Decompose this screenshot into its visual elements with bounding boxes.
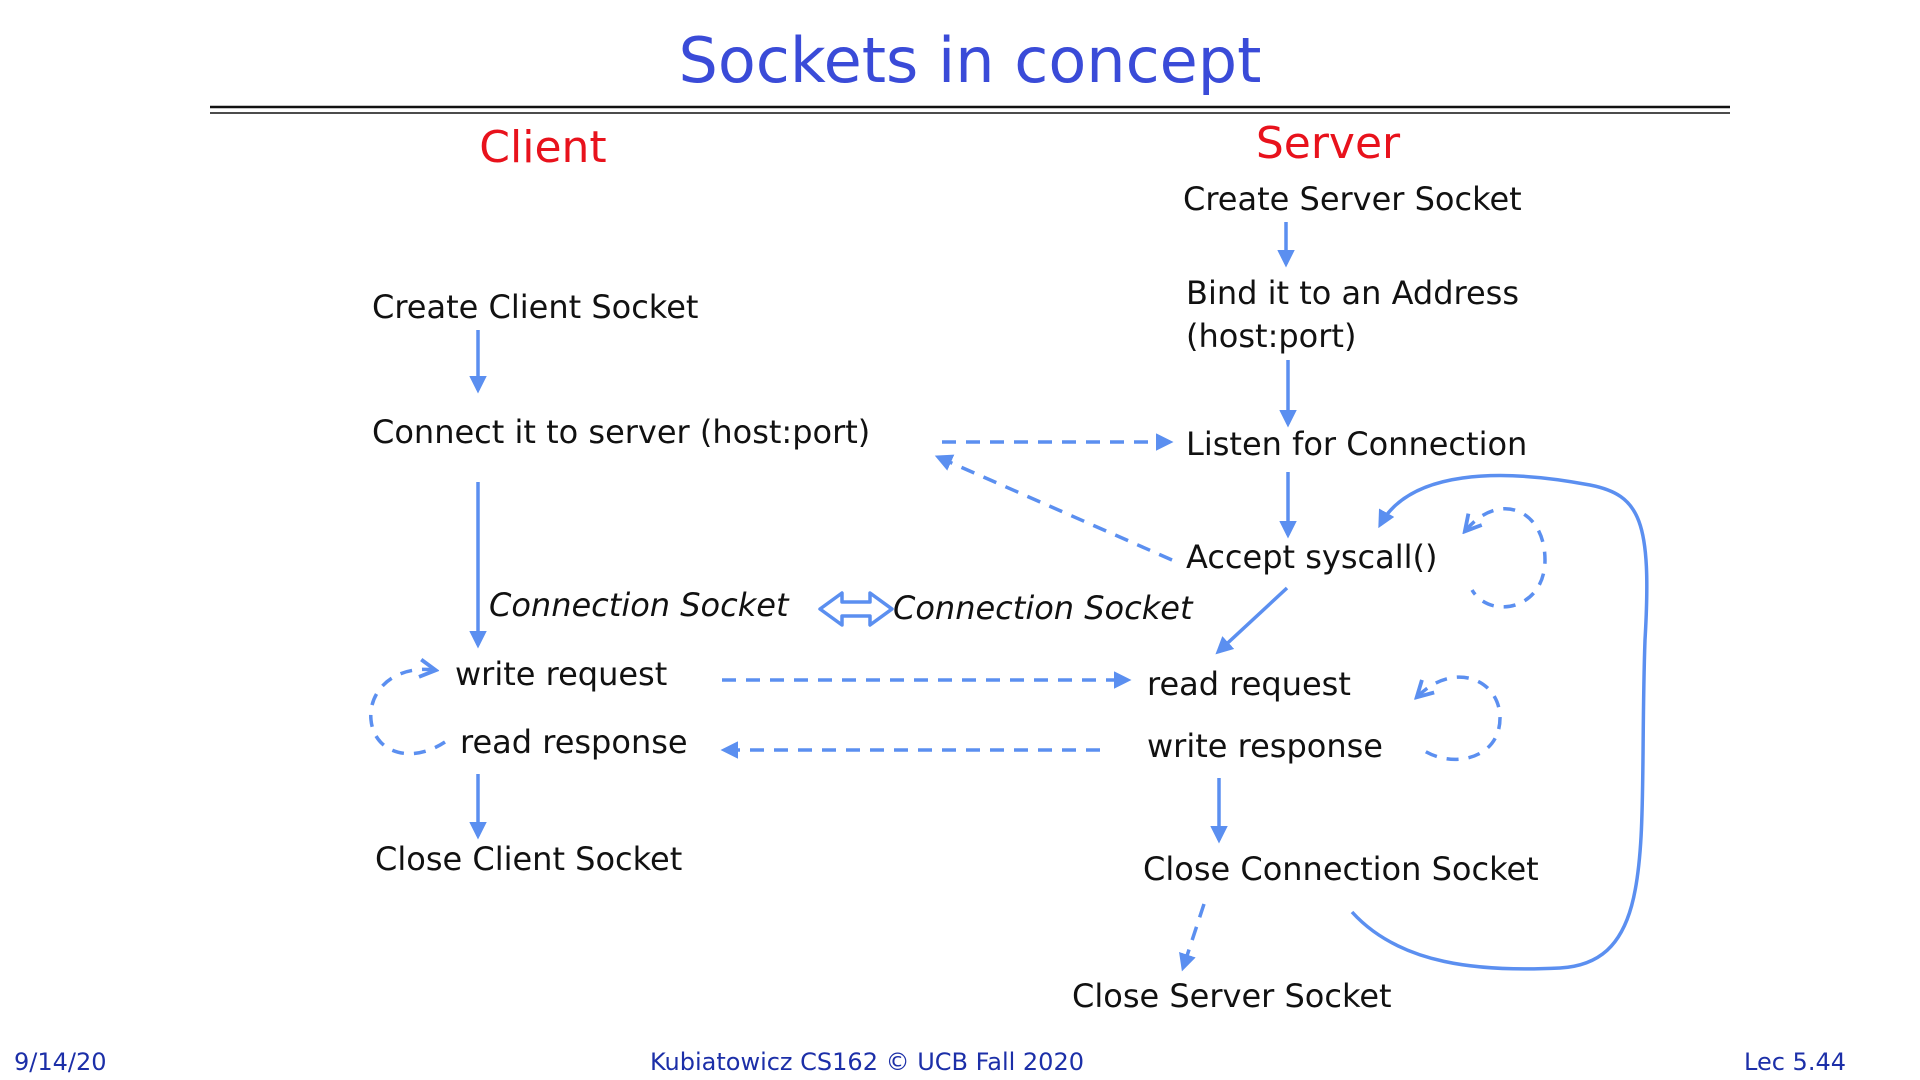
footer-date: 9/14/20 bbox=[14, 1048, 107, 1076]
server-close-socket: Close Server Socket bbox=[1072, 977, 1392, 1015]
footer-lecture: Lec 5.44 bbox=[1744, 1048, 1846, 1076]
server-close-connection: Close Connection Socket bbox=[1143, 850, 1539, 888]
client-heading: Client bbox=[479, 122, 606, 173]
server-connection-socket: Connection Socket bbox=[893, 589, 1194, 627]
client-read-response: read response bbox=[460, 723, 688, 761]
server-create-socket: Create Server Socket bbox=[1183, 180, 1522, 218]
server-return-loop-arrow bbox=[1350, 473, 1649, 971]
client-connect: Connect it to server (host:port) bbox=[372, 413, 870, 451]
server-listen: Listen for Connection bbox=[1186, 425, 1527, 463]
server-read-write-loop-arrow bbox=[1418, 675, 1502, 762]
server-read-request: read request bbox=[1147, 665, 1351, 703]
slide-title: Sockets in concept bbox=[679, 24, 1262, 97]
server-accept-loop-arrow bbox=[1466, 507, 1547, 609]
client-loop-arrow bbox=[369, 669, 446, 756]
title-rule bbox=[210, 105, 1730, 114]
arrow-server-close-conn-to-close-server bbox=[1179, 903, 1206, 972]
client-write-request: write request bbox=[455, 655, 667, 693]
server-heading: Server bbox=[1256, 118, 1401, 169]
connection-socket-link-icon bbox=[818, 591, 894, 627]
client-close-socket: Close Client Socket bbox=[375, 840, 682, 878]
arrow-server-accept-to-read bbox=[1215, 586, 1289, 655]
footer-course: Kubiatowicz CS162 © UCB Fall 2020 bbox=[650, 1048, 1084, 1076]
server-write-response: write response bbox=[1147, 727, 1383, 765]
client-connection-socket: Connection Socket bbox=[489, 586, 790, 624]
arrow-accept-to-connect bbox=[934, 454, 1173, 562]
server-bind-line1: Bind it to an Address bbox=[1186, 274, 1519, 312]
server-accept: Accept syscall() bbox=[1186, 538, 1437, 576]
server-bind-line2: (host:port) bbox=[1186, 317, 1356, 355]
client-create-socket: Create Client Socket bbox=[372, 288, 698, 326]
